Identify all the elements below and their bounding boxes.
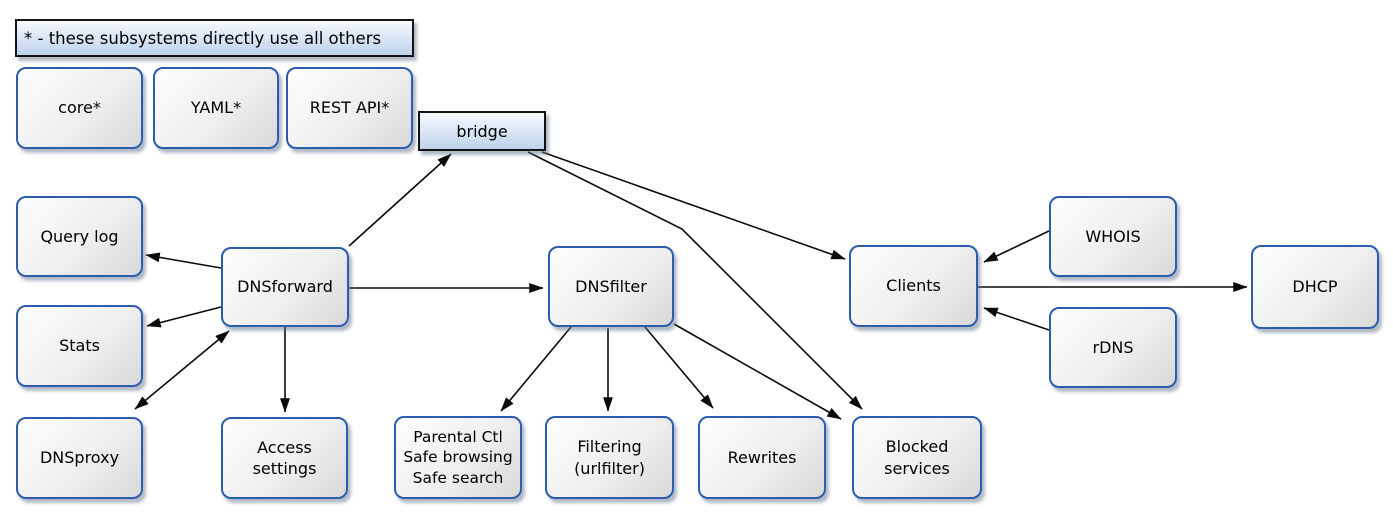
edge-whois-clients — [983, 230, 1050, 263]
edge-dnsfilter-blocked — [673, 323, 842, 420]
legend-note: * - these subsystems directly use all ot… — [15, 19, 414, 57]
node-dhcp: DHCP — [1251, 245, 1379, 329]
node-dnsproxy: DNSproxy — [16, 417, 143, 499]
edge-bridge-blocked — [527, 151, 863, 410]
node-filtering-urlfilter: Filtering (urlfilter) — [545, 416, 674, 499]
node-rdns: rDNS — [1049, 307, 1177, 388]
edge-rdns-clients — [983, 307, 1050, 331]
node-stats: Stats — [16, 305, 143, 387]
node-rewrites: Rewrites — [698, 416, 826, 499]
edge-dnsforward-querylog — [145, 252, 222, 269]
edge-dnsforward-bridge — [348, 153, 452, 247]
node-access-settings: Access settings — [221, 417, 348, 499]
node-whois: WHOIS — [1049, 196, 1177, 277]
node-query-log: Query log — [16, 196, 143, 277]
node-bridge: bridge — [418, 111, 546, 151]
node-core: core* — [16, 67, 143, 149]
node-dnsforward: DNSforward — [221, 247, 349, 327]
edge-bridge-clients — [541, 151, 846, 260]
node-yaml: YAML* — [153, 67, 279, 149]
node-clients: Clients — [849, 245, 978, 327]
edge-dnsforward-stats — [146, 306, 222, 328]
edge-dnsfilter-parental — [500, 326, 572, 412]
node-rest-api: REST API* — [286, 67, 413, 149]
edge-dnsforward-dnsproxy — [134, 330, 230, 410]
node-blocked-services: Blocked services — [852, 416, 982, 499]
node-dnsfilter: DNSfilter — [548, 246, 674, 327]
edge-dnsfilter-rewrites — [644, 326, 714, 409]
node-parental-ctl: Parental Ctl Safe browsing Safe search — [394, 416, 522, 499]
